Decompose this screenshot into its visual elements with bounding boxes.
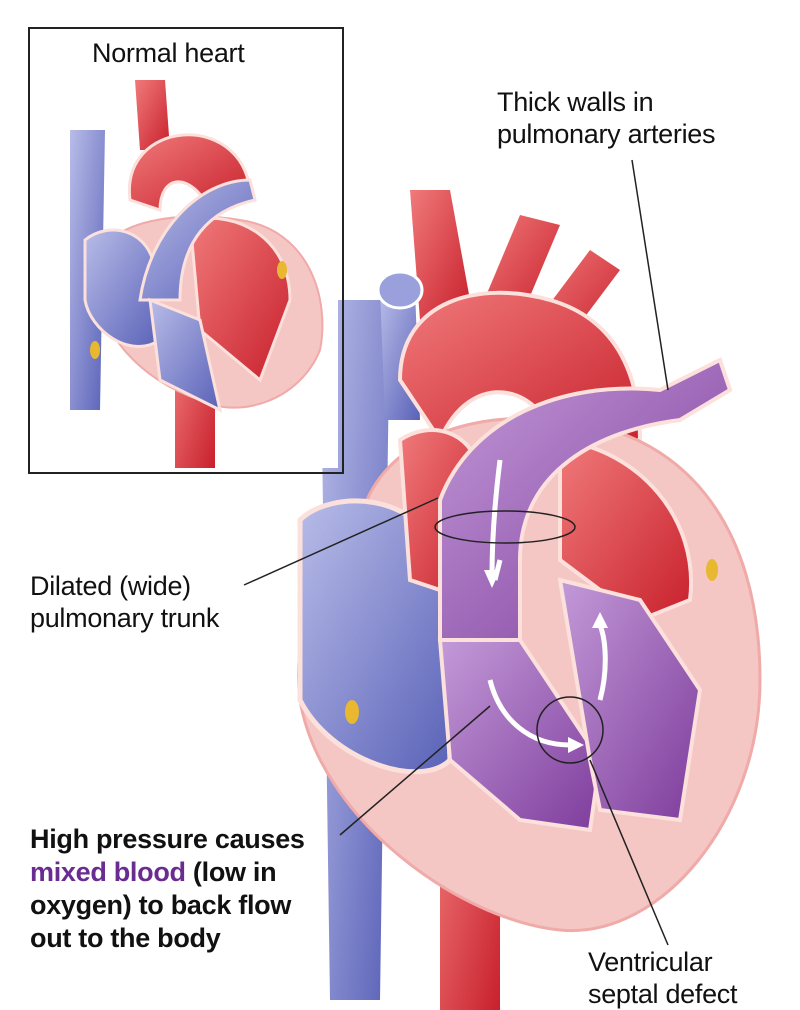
label-line: mixed blood (low in [30, 856, 305, 889]
mixed-blood-highlight: mixed blood [30, 857, 186, 887]
main-heart [243, 159, 762, 1010]
label-line: High pressure causes [30, 824, 305, 854]
label-line: Ventricular [588, 947, 713, 977]
label-line: Thick walls in [497, 87, 654, 117]
label-thick-walls: Thick walls in pulmonary arteries [497, 86, 716, 150]
label-vsd: Ventricular septal defect [588, 946, 738, 1010]
label-high-pressure: High pressure causes mixed blood (low in… [30, 823, 305, 955]
label-line: pulmonary arteries [497, 119, 716, 149]
label-line: out to the body [30, 923, 221, 953]
label-text: (low in [185, 857, 277, 887]
label-line: septal defect [588, 979, 738, 1009]
label-dilated-trunk: Dilated (wide) pulmonary trunk [30, 570, 219, 634]
inset-frame [28, 27, 344, 474]
label-line: Dilated (wide) [30, 571, 191, 601]
inset-title: Normal heart [92, 38, 245, 68]
label-line: oxygen) to back flow [30, 890, 292, 920]
label-line: pulmonary trunk [30, 603, 220, 633]
inset-normal-heart [30, 29, 338, 468]
